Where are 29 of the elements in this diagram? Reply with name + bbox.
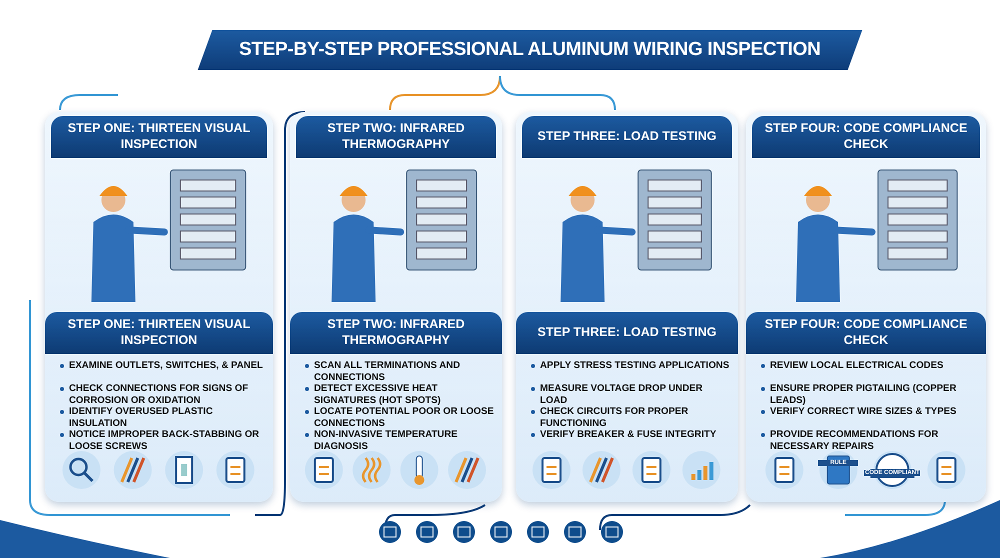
- step-heading: STEP ONE: THIRTEEN VISUAL INSPECTION: [51, 116, 267, 158]
- bullet-item: IDENTIFY OVERUSED PLASTIC INSULATION: [59, 406, 265, 429]
- bullet-item: SCAN ALL TERMINATIONS AND CONNECTIONS: [304, 360, 494, 383]
- step-heading: STEP TWO: INFRARED THERMOGRAPHY: [296, 116, 496, 158]
- step-heading: STEP THREE: LOAD TESTING: [516, 312, 738, 354]
- bullet-item: PROVIDE RECOMMENDATIONS FOR NECESSARY REPAIRS: [760, 429, 978, 452]
- step-card: [45, 112, 273, 502]
- bullet-item: NOTICE IMPROPER BACK-STABBING OR LOOSE SCREWS: [59, 429, 265, 452]
- step-heading: STEP THREE: LOAD TESTING: [522, 116, 732, 158]
- title-banner: STEP-BY-STEP PROFESSIONAL ALUMINUM WIRING INSPECTION: [198, 30, 862, 70]
- bullet-item: VERIFY CORRECT WIRE SIZES & TYPES: [760, 406, 978, 418]
- step-heading: STEP FOUR: CODE COMPLIANCE CHECK: [752, 116, 980, 158]
- step-heading: STEP ONE: THIRTEEN VISUAL INSPECTION: [45, 312, 273, 354]
- bullet-item: NON-INVASIVE TEMPERATURE DIAGNOSIS: [304, 429, 494, 452]
- bullet-item: CHECK CIRCUITS FOR PROPER FUNCTIONING: [530, 406, 730, 429]
- bullet-item: VERIFY BREAKER & FUSE INTEGRITY: [530, 429, 730, 440]
- step-heading: STEP FOUR: CODE COMPLIANCE CHECK: [746, 312, 986, 354]
- bullet-item: EXAMINE OUTLETS, SWITCHES, & PANEL: [59, 360, 265, 372]
- bullet-item: MEASURE VOLTAGE DROP UNDER LOAD: [530, 383, 730, 406]
- bullet-item: APPLY STRESS TESTING APPLICATIONS: [530, 360, 730, 372]
- step-card: [516, 112, 738, 502]
- bullet-item: REVIEW LOCAL ELECTRICAL CODES: [760, 360, 978, 372]
- step-card: [746, 112, 986, 502]
- bullet-item: ENSURE PROPER PIGTAILING (COPPER LEADS): [760, 383, 978, 406]
- step-card: [290, 112, 502, 502]
- bullet-item: LOCATE POTENTIAL POOR OR LOOSE CONNECTIONS: [304, 406, 494, 429]
- bullet-item: CHECK CONNECTIONS FOR SIGNS OF CORROSION OR OXIDATION: [59, 383, 265, 406]
- step-heading: STEP TWO: INFRARED THERMOGRAPHY: [290, 312, 502, 354]
- bullet-item: DETECT EXCESSIVE HEAT SIGNATURES (HOT SPOTS): [304, 383, 494, 406]
